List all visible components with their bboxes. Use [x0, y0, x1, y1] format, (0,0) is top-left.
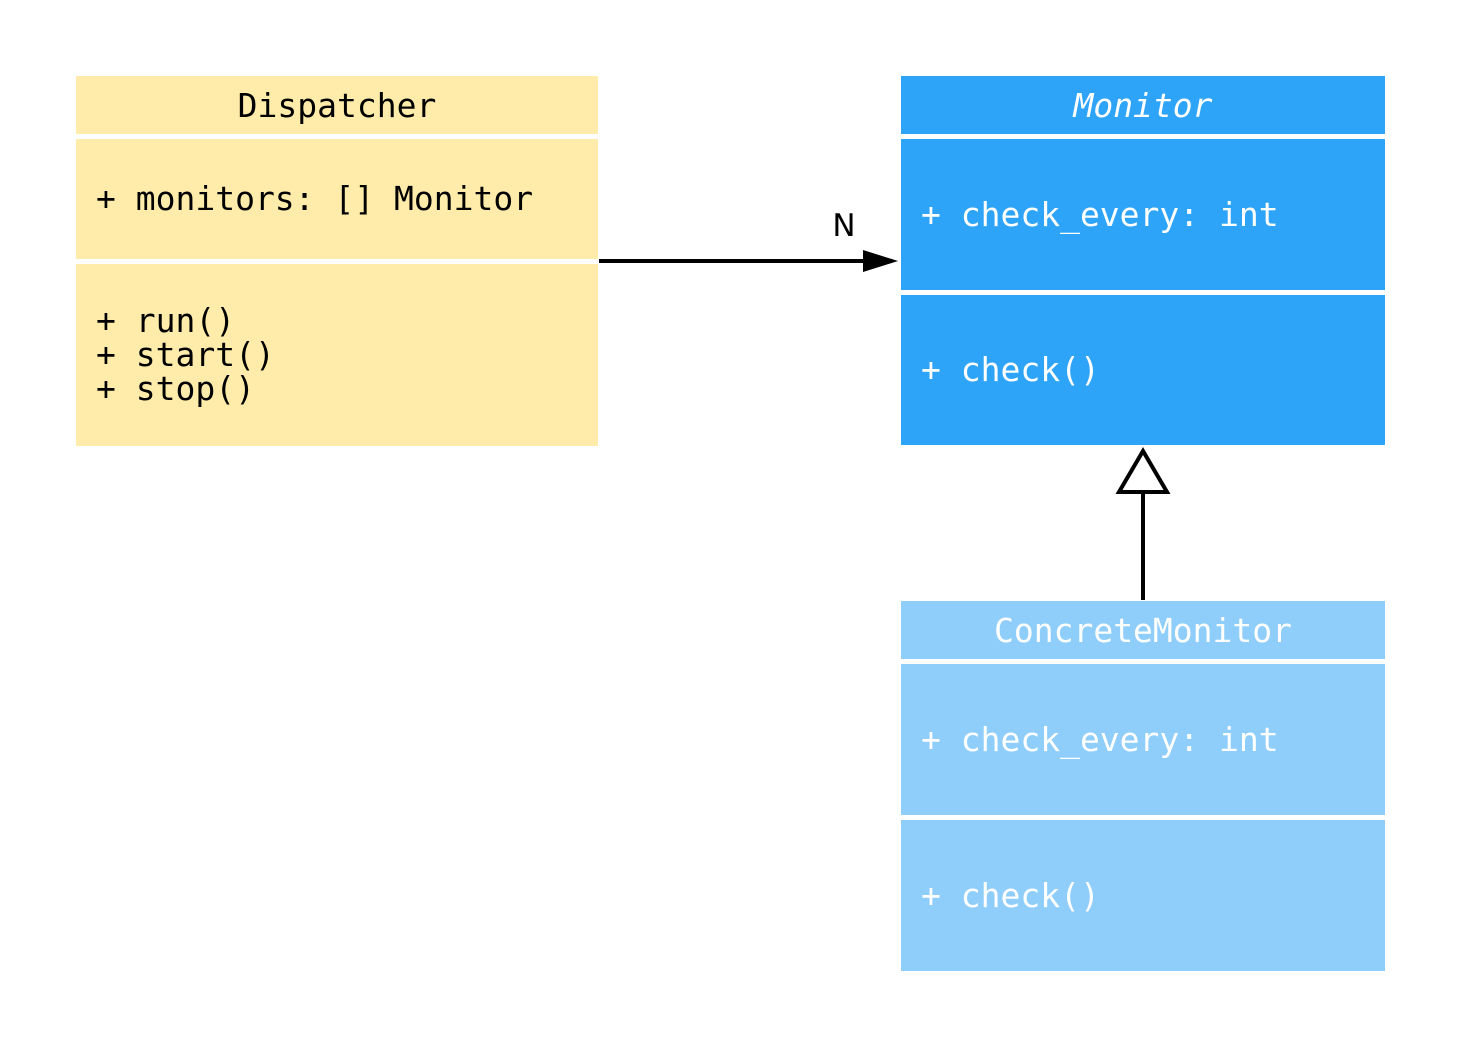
class-attributes-monitor: + check_every: int	[901, 139, 1385, 290]
class-box-monitor: Monitor + check_every: int + check()	[901, 76, 1385, 445]
class-attributes-dispatcher: + monitors: [] Monitor	[76, 139, 598, 259]
method-item: + start()	[96, 335, 275, 374]
class-title-concrete-monitor: ConcreteMonitor	[901, 601, 1385, 659]
attribute-item: + check_every: int	[921, 719, 1279, 759]
attribute-item: + check_every: int	[921, 194, 1279, 234]
class-box-concrete-monitor: ConcreteMonitor + check_every: int + che…	[901, 601, 1385, 971]
association-arrow	[599, 250, 898, 272]
method-item: + stop()	[96, 369, 255, 408]
method-item: + check()	[921, 875, 1100, 915]
association-arrowhead-icon	[863, 250, 898, 272]
class-attributes-concrete-monitor: + check_every: int	[901, 664, 1385, 815]
class-box-dispatcher: Dispatcher + monitors: [] Monitor + run(…	[76, 76, 598, 446]
class-methods-concrete-monitor: + check()	[901, 820, 1385, 971]
class-title-dispatcher: Dispatcher	[76, 76, 598, 134]
inheritance-arrow	[1115, 447, 1171, 600]
class-title-monitor: Monitor	[901, 76, 1385, 134]
method-item: + check()	[921, 350, 1100, 389]
association-multiplicity-label: N	[832, 208, 856, 244]
class-methods-dispatcher: + run() + start() + stop()	[76, 264, 598, 446]
attribute-item: + monitors: [] Monitor	[96, 179, 534, 218]
class-methods-monitor: + check()	[901, 295, 1385, 445]
method-item: + run()	[96, 301, 236, 340]
inheritance-triangle-icon	[1115, 447, 1171, 494]
